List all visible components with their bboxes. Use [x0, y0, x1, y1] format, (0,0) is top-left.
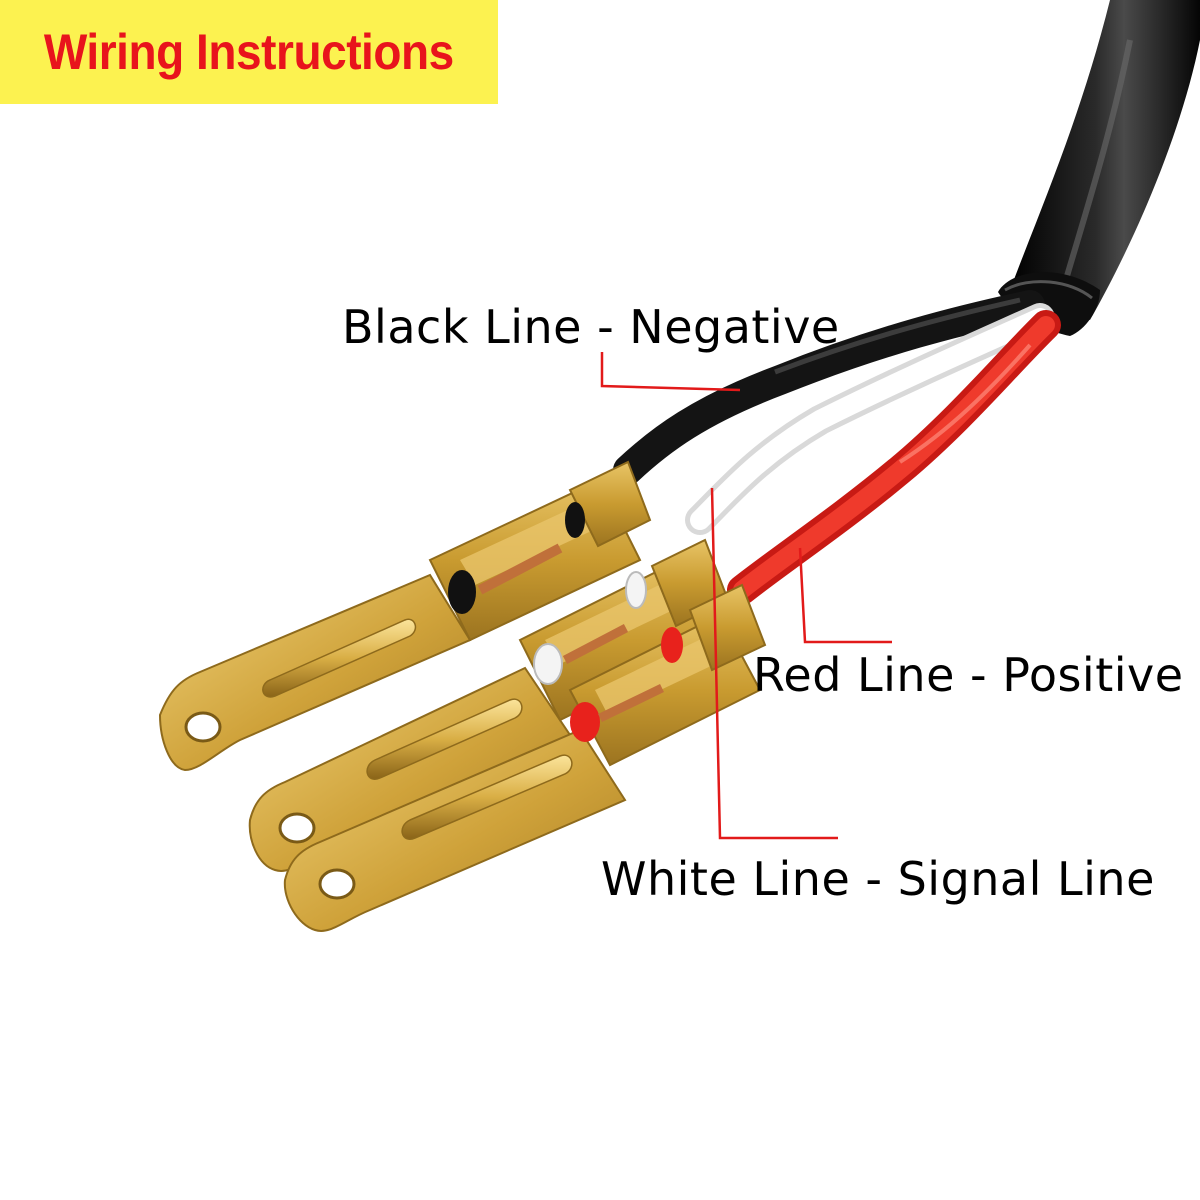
- label-black-line: Black Line - Negative: [342, 300, 840, 354]
- terminal-red: [283, 583, 767, 932]
- title: Wiring Instructions: [44, 24, 454, 80]
- main-cable: [998, 0, 1200, 336]
- white-wire: [685, 303, 1055, 535]
- title-banner: Wiring Instructions: [0, 0, 498, 104]
- leader-line-black: [600, 352, 741, 392]
- leader-line-white: [710, 487, 838, 840]
- black-wire: [613, 290, 1045, 485]
- label-red-line: Red Line - Positive: [753, 648, 1184, 702]
- terminal-white: [248, 538, 730, 872]
- leader-line-red: [798, 547, 892, 644]
- red-wire: [727, 310, 1061, 605]
- terminal-black: [158, 460, 652, 772]
- leader-lines: [600, 352, 892, 840]
- label-white-line: White Line - Signal Line: [601, 852, 1155, 906]
